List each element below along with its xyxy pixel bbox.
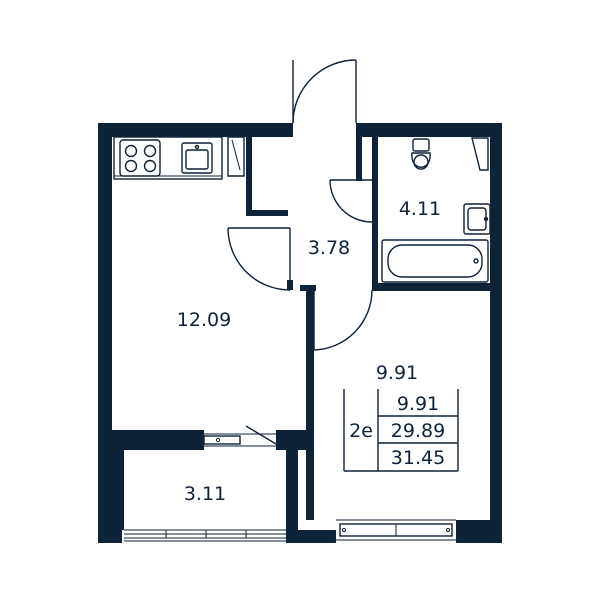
kitchen-sink-icon [181, 142, 213, 174]
apartment-type: 2е [349, 420, 373, 442]
bathroom-sink-icon [463, 203, 491, 235]
bedroom-area: 9.91 [376, 362, 418, 384]
balcony-door [203, 425, 277, 450]
hallway-area: 3.78 [308, 237, 350, 259]
bathtub-icon [381, 239, 489, 283]
balcony-glazing [124, 529, 286, 542]
ventilation-shaft [227, 136, 245, 177]
stove-icon [119, 139, 161, 177]
living-area: 9.91 [397, 393, 439, 415]
summary-table [343, 389, 459, 472]
total-area-with-balcony: 31.45 [391, 447, 445, 469]
total-area: 29.89 [391, 420, 445, 442]
bedroom-window [336, 518, 456, 542]
kitchen-door [227, 227, 291, 291]
inner-walls [112, 137, 490, 520]
kitchen-area: 12.09 [177, 309, 231, 331]
bathroom-area: 4.11 [399, 198, 441, 220]
toilet-icon [411, 138, 431, 170]
bathroom-vent [471, 137, 489, 171]
balcony-area: 3.11 [184, 483, 226, 505]
entrance-door [292, 59, 357, 124]
bathroom-door [329, 179, 373, 223]
bedroom-door [313, 289, 373, 351]
outer-walls [98, 123, 502, 543]
